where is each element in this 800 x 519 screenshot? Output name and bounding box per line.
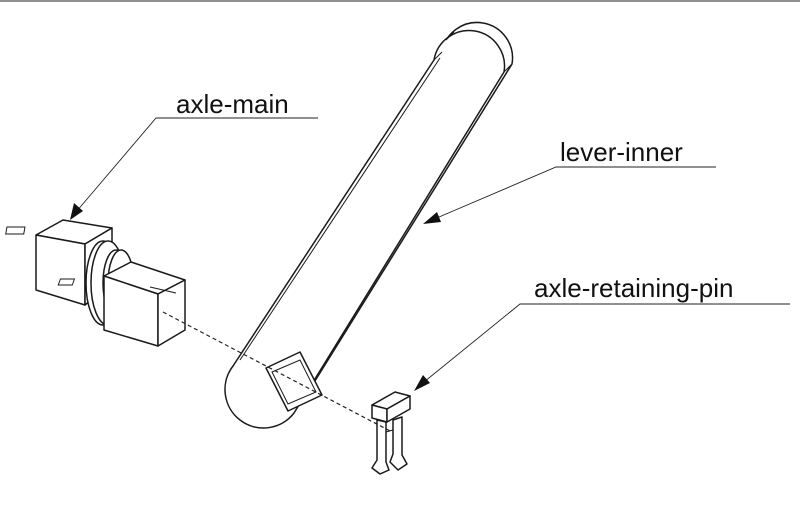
label-axle-retaining-pin: axle-retaining-pin — [534, 273, 733, 303]
axle-retaining-pin-part — [371, 391, 411, 475]
axle-main-part — [5, 219, 186, 347]
arrow-head-icon — [70, 203, 83, 220]
arrow-head-icon — [414, 375, 430, 391]
label-lever-inner: lever-inner — [560, 137, 683, 167]
leader-axle-main — [70, 117, 318, 220]
lever-inner-part — [224, 21, 514, 429]
leader-axle-retaining-pin — [414, 303, 790, 391]
leader-lever-inner — [423, 166, 716, 224]
assembly-axis-line — [162, 311, 393, 433]
arrow-head-icon — [423, 212, 441, 224]
label-axle-main: axle-main — [176, 89, 289, 119]
